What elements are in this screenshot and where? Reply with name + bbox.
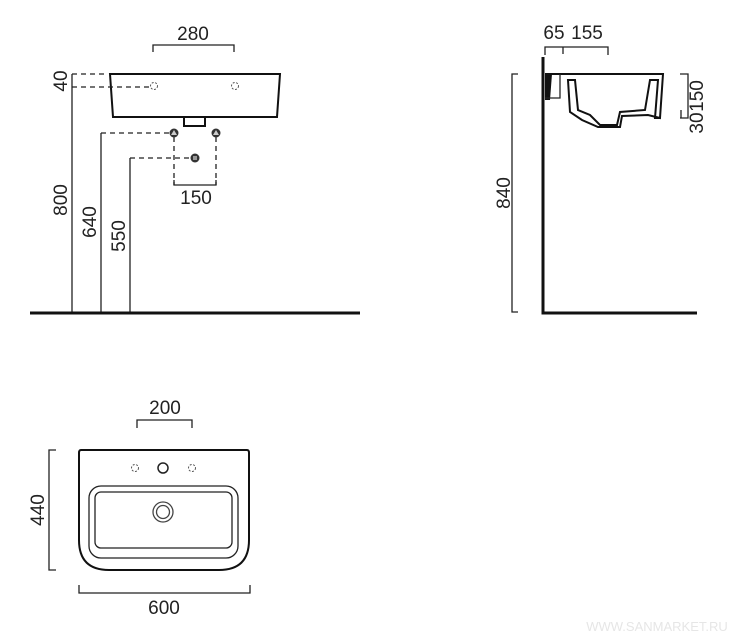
dimension-550-label: 550 — [109, 220, 130, 252]
dimension-150-bracket — [173, 180, 217, 186]
dimension-155-label: 155 — [571, 23, 603, 44]
front-view: 280 40 800 640 550 150 — [30, 24, 360, 315]
dimension-40-lines — [72, 73, 151, 88]
tap-hole-icon — [188, 464, 196, 472]
dimension-440-bracket — [48, 449, 56, 571]
supply-vertical-dashes — [173, 137, 217, 185]
tap-hole-icon — [157, 462, 169, 474]
tap-hole-icon — [150, 82, 158, 90]
dimension-640-label: 640 — [80, 206, 101, 238]
dimension-150-label: 150 — [180, 188, 212, 209]
tap-hole-icon — [231, 82, 239, 90]
basin-outline — [78, 449, 250, 571]
dimension-440-label: 440 — [28, 494, 49, 526]
wall-and-floor — [541, 57, 697, 315]
dimension-840-bracket — [511, 73, 518, 313]
basin-section — [545, 73, 665, 128]
waste-fitting-icon — [190, 153, 200, 163]
bowl-outer — [88, 485, 239, 559]
plan-view: 200 440 600 — [28, 398, 251, 619]
dimension-65-155-bracket — [544, 46, 609, 55]
dimension-150-depth-label: 150 — [687, 80, 708, 112]
tap-hole-icon — [131, 464, 139, 472]
dimension-200-label: 200 — [149, 398, 181, 419]
supply-valve-icon — [169, 128, 179, 138]
dimension-280-bracket — [152, 44, 235, 52]
dimension-30-label: 30 — [687, 112, 708, 133]
basin-back — [545, 74, 561, 99]
drain-outlet — [183, 116, 206, 127]
dimension-600-label: 600 — [148, 598, 180, 619]
dimension-65-label: 65 — [543, 23, 564, 44]
bowl-inner — [94, 491, 233, 549]
dimension-800-label: 800 — [51, 184, 72, 216]
dimension-40-label: 40 — [51, 70, 72, 91]
side-view: 65 155 840 150 30 — [494, 23, 708, 315]
dimension-150-30-bracket — [680, 73, 689, 119]
dimension-280-label: 280 — [177, 24, 209, 45]
dimension-840-label: 840 — [494, 177, 515, 209]
drain-icon — [152, 501, 174, 523]
dimension-200-bracket — [136, 419, 193, 428]
watermark: WWW.SANMARKET.RU — [586, 619, 728, 634]
dimension-600-bracket — [78, 585, 251, 594]
basin-front — [108, 73, 282, 118]
supply-valve-icon — [211, 128, 221, 138]
wall-bracket — [545, 74, 552, 100]
